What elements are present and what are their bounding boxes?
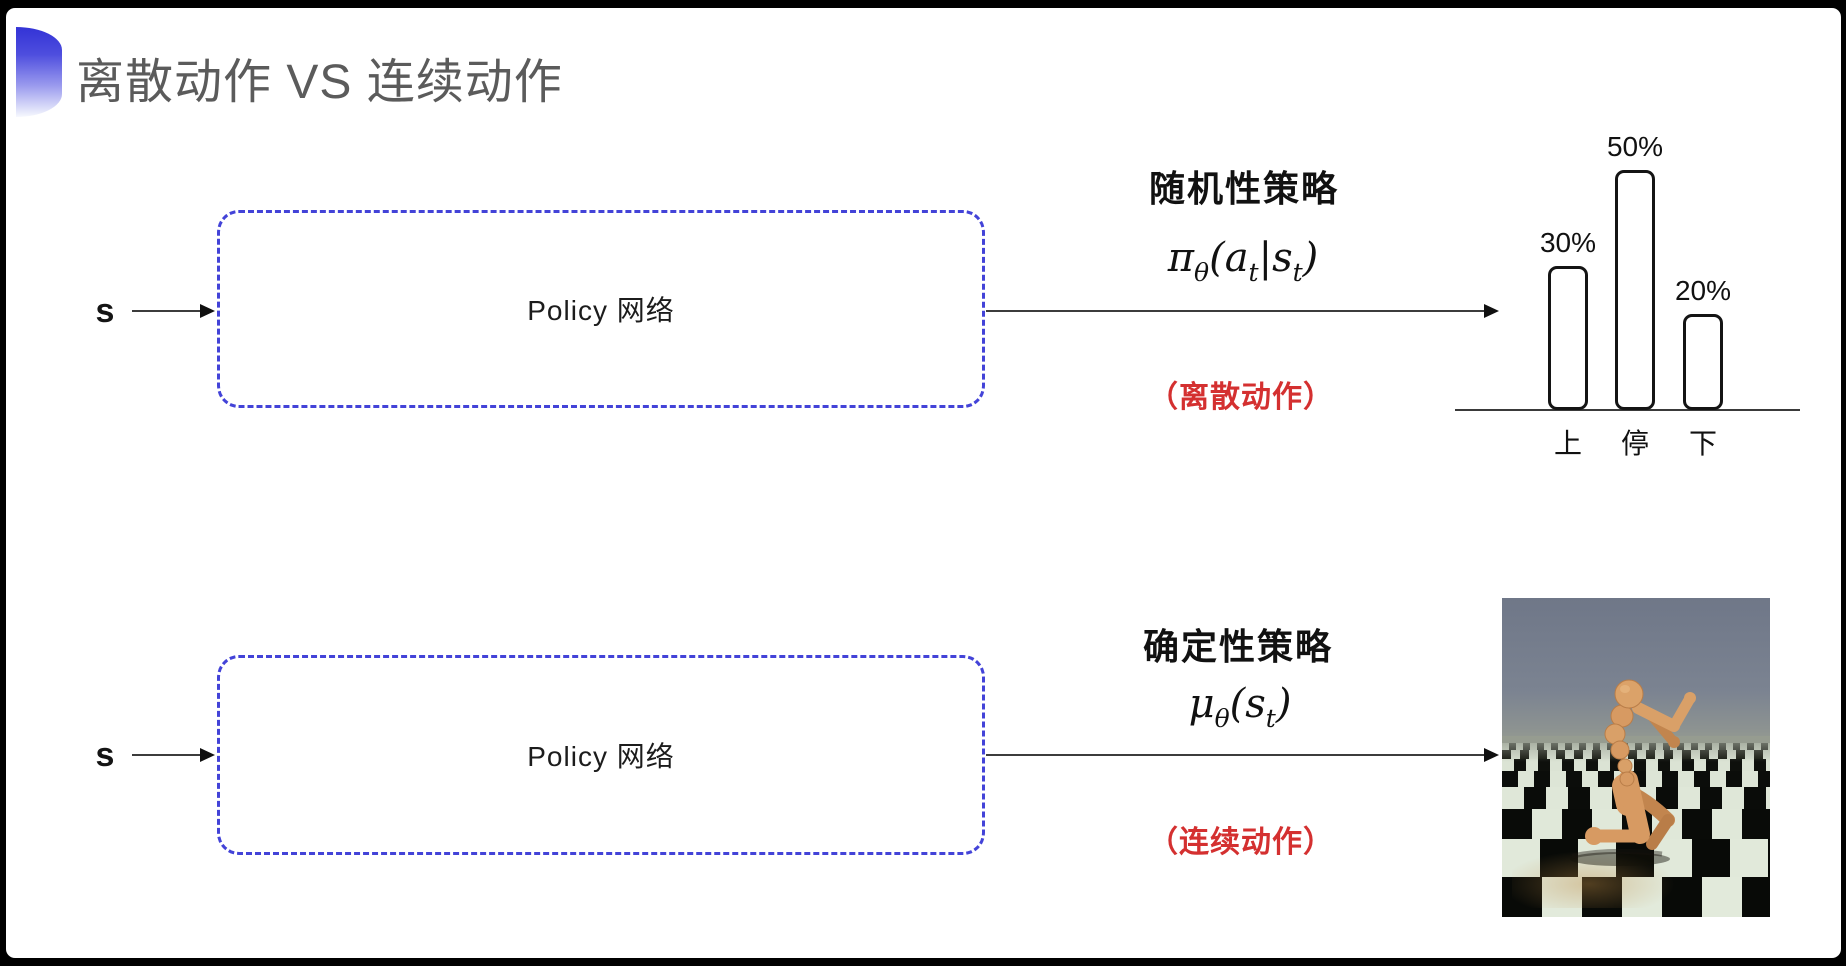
semicircle-decoration-icon (16, 27, 62, 117)
state-input-label: s (95, 292, 115, 330)
bar-value-label: 20% (1674, 275, 1732, 306)
humanoid-figure-icon (1570, 679, 1696, 866)
probability-bar (1615, 170, 1655, 410)
action-category-label: 上 (1553, 428, 1582, 459)
action-type-label: （连续动作） (1148, 826, 1334, 859)
formula-symbol: ( (1229, 681, 1246, 727)
policy-network-label: Policy 网络 (527, 741, 675, 772)
policy-formula: πθ(at|st) (1083, 238, 1403, 285)
formula-symbol: μ (1188, 681, 1215, 727)
policy-network-box: Policy 网络 (217, 210, 985, 408)
bar-column: 50% (1607, 131, 1663, 410)
formula-symbol: ) (1275, 681, 1292, 727)
simulation-sky (1502, 598, 1770, 748)
action-category-label: 停 (1620, 428, 1649, 459)
input-arrow (132, 748, 215, 762)
formula-symbol: s (1272, 235, 1293, 281)
probability-bar-chart: 30% 上 50% 停 20% 下 (1455, 100, 1800, 459)
formula-subscript: θ (1214, 704, 1230, 733)
humanoid-simulation-image (1502, 598, 1770, 917)
action-type-label: （离散动作） (1148, 381, 1334, 414)
probability-bar (1683, 314, 1723, 410)
formula-symbol: s (1245, 681, 1266, 727)
bar-value-label: 30% (1539, 227, 1597, 258)
bar-column: 30% (1540, 227, 1596, 410)
policy-network-box: Policy 网络 (217, 655, 985, 855)
probability-bar (1548, 266, 1588, 410)
formula-symbol: a (1224, 235, 1249, 281)
slide-title: 离散动作 VS 连续动作 (76, 56, 563, 109)
formula-subscript: t (1292, 258, 1303, 287)
policy-formula: μθ(st) (1080, 684, 1400, 731)
formula-symbol: π (1167, 235, 1195, 281)
formula-subscript: t (1265, 704, 1276, 733)
formula-symbol: ) (1302, 235, 1319, 281)
state-input-label: s (95, 736, 115, 774)
policy-type-label: 随机性策略 (1148, 168, 1339, 209)
bar-value-label: 50% (1606, 131, 1664, 162)
formula-symbol: ( (1209, 235, 1225, 281)
horizon-haze (1502, 736, 1770, 762)
bar-column: 20% (1675, 275, 1731, 410)
chart-baseline (1455, 409, 1800, 411)
policy-network-label: Policy 网络 (527, 295, 675, 326)
action-category-label: 下 (1688, 428, 1717, 459)
policy-type-label: 确定性策略 (1142, 626, 1333, 667)
formula-symbol: | (1258, 235, 1273, 281)
output-arrow (986, 304, 1499, 318)
output-arrow (986, 748, 1499, 762)
formula-subscript: t (1248, 258, 1259, 287)
floor-reflection (1512, 848, 1682, 908)
formula-subscript: θ (1194, 258, 1210, 287)
input-arrow (132, 304, 215, 318)
